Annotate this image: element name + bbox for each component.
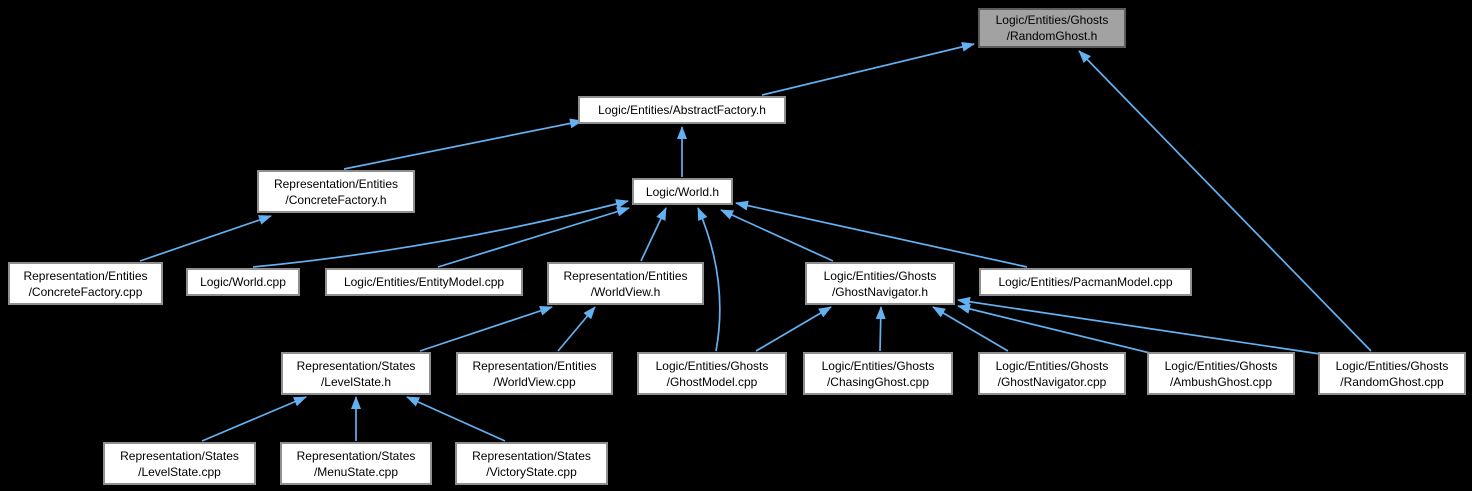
node-label-line: /RandomGhost.h	[1006, 29, 1098, 43]
edge-ambushghost-cpp-to-ghostnavigator-h	[957, 303, 1151, 354]
edge-randomghost-cpp-to-randomghost-h	[1078, 50, 1372, 352]
node-label-line: /VictoryState.cpp	[486, 464, 577, 479]
edge-concretefactory-h-to-abstractfactory-h	[343, 118, 583, 170]
node-label-line: Logic/World.cpp	[200, 275, 286, 289]
node-concretefactory-cpp[interactable]: Representation/Entities/ConcreteFactory.…	[8, 262, 163, 305]
node-label-line: /ConcreteFactory.h	[285, 192, 387, 207]
node-label-line: /RandomGhost.cpp	[1340, 374, 1444, 389]
edge-concretefactory-cpp-to-concretefactory-h	[139, 215, 272, 262]
node-label-line: Logic/Entities/PacmanModel.cpp	[998, 275, 1173, 289]
node-label-line: Logic/Entities/Ghosts	[995, 13, 1109, 27]
node-world-h[interactable]: Logic/World.h	[632, 178, 733, 205]
node-levelstate-cpp[interactable]: Representation/States/LevelState.cpp	[103, 442, 256, 485]
edge-entitymodel-cpp-to-world-h	[437, 206, 630, 268]
node-label-line: Representation/States	[120, 448, 239, 463]
node-label-line: Representation/States	[296, 448, 416, 463]
edge-worldview-h-to-world-h	[640, 207, 667, 262]
node-randomghost-h[interactable]: Logic/Entities/Ghosts/RandomGhost.h	[978, 8, 1126, 48]
node-randomghost-cpp[interactable]: Logic/Entities/Ghosts/RandomGhost.cpp	[1318, 352, 1466, 395]
node-concretefactory-h[interactable]: Representation/Entities/ConcreteFactory.…	[257, 170, 415, 213]
node-label-line: Logic/Entities/Ghosts	[823, 268, 937, 283]
node-label-line: Logic/Entities/Ghosts	[821, 358, 935, 373]
node-label-line: Representation/Entities	[563, 268, 688, 283]
node-chasingghost-cpp[interactable]: Logic/Entities/Ghosts/ChasingGhost.cpp	[803, 352, 953, 395]
edge-abstractfactory-h-to-randomghost-h	[761, 41, 975, 96]
node-worldview-cpp[interactable]: Representation/Entities/WorldView.cpp	[456, 352, 613, 395]
node-label-line: /LevelState.cpp	[138, 464, 221, 479]
node-label-line: /ConcreteFactory.cpp	[28, 284, 143, 299]
node-abstractfactory-h[interactable]: Logic/Entities/AbstractFactory.h	[578, 96, 786, 124]
node-label-line: Logic/Entities/Ghosts	[1164, 358, 1278, 373]
node-label-line: Logic/Entities/Ghosts	[1335, 358, 1449, 373]
edge-levelstate-cpp-to-levelstate-h	[201, 396, 307, 442]
node-label-line: Logic/Entities/AbstractFactory.h	[598, 103, 766, 117]
node-label-line: /AmbushGhost.cpp	[1169, 374, 1273, 389]
node-label-line: /ChasingGhost.cpp	[826, 374, 930, 389]
node-label-line: /GhostModel.cpp	[666, 374, 758, 389]
node-label-line: Representation/Entities	[23, 268, 148, 283]
node-label-line: Representation/Entities	[273, 176, 399, 191]
node-label-line: /MenuState.cpp	[313, 464, 399, 479]
edge-ghostnavigator-cpp-to-ghostnavigator-h	[932, 306, 1009, 352]
edge-ghostmodel-cpp-to-world-h	[697, 207, 721, 352]
node-label-line: Logic/World.h	[645, 184, 720, 199]
edge-randomghost-cpp-to-ghostnavigator-h	[957, 296, 1321, 355]
node-label-line: /GhostNavigator.cpp	[997, 374, 1107, 389]
edge-world-cpp-to-world-h	[252, 199, 629, 268]
node-entitymodel-cpp[interactable]: Logic/Entities/EntityModel.cpp	[325, 268, 523, 296]
node-label-line: /WorldView.h	[590, 284, 661, 299]
node-ghostmodel-cpp[interactable]: Logic/Entities/Ghosts/GhostModel.cpp	[637, 352, 787, 395]
node-worldview-h[interactable]: Representation/Entities/WorldView.h	[547, 262, 704, 305]
node-ambushghost-cpp[interactable]: Logic/Entities/Ghosts/AmbushGhost.cpp	[1147, 352, 1295, 395]
node-ghostnavigator-h[interactable]: Logic/Entities/Ghosts/GhostNavigator.h	[805, 262, 955, 305]
node-label-line: Logic/Entities/EntityModel.cpp	[343, 275, 505, 289]
node-world-cpp[interactable]: Logic/World.cpp	[186, 268, 300, 296]
edge-pacmanmodel-cpp-to-world-h	[735, 200, 1028, 268]
edge-chasingghost-cpp-to-ghostnavigator-h	[875, 306, 886, 352]
edge-worldview-cpp-to-worldview-h	[557, 306, 596, 352]
node-menustate-cpp[interactable]: Representation/States/MenuState.cpp	[280, 442, 432, 485]
node-label-line: Logic/Entities/Ghosts	[655, 358, 769, 373]
node-label-line: Representation/States	[296, 358, 416, 373]
node-label-line: /GhostNavigator.h	[831, 284, 929, 299]
node-label-line: /WorldView.cpp	[493, 374, 576, 389]
edge-ghostnavigator-h-to-world-h	[720, 209, 834, 262]
node-ghostnavigator-cpp[interactable]: Logic/Entities/Ghosts/GhostNavigator.cpp	[978, 352, 1126, 395]
node-label-line: /LevelState.h	[320, 374, 392, 389]
node-levelstate-h[interactable]: Representation/States/LevelState.h	[281, 352, 431, 395]
edge-victorystate-cpp-to-levelstate-h	[406, 396, 506, 442]
edge-group	[139, 41, 1372, 442]
edge-ghostmodel-cpp-to-ghostnavigator-h	[755, 306, 832, 352]
node-pacmanmodel-cpp[interactable]: Logic/Entities/PacmanModel.cpp	[979, 268, 1192, 296]
node-label-line: Representation/States	[472, 448, 591, 463]
node-label-line: Representation/Entities	[472, 358, 597, 373]
node-label-line: Logic/Entities/Ghosts	[995, 358, 1109, 373]
node-victorystate-cpp[interactable]: Representation/States/VictoryState.cpp	[455, 442, 608, 485]
edge-levelstate-h-to-worldview-h	[419, 306, 553, 352]
